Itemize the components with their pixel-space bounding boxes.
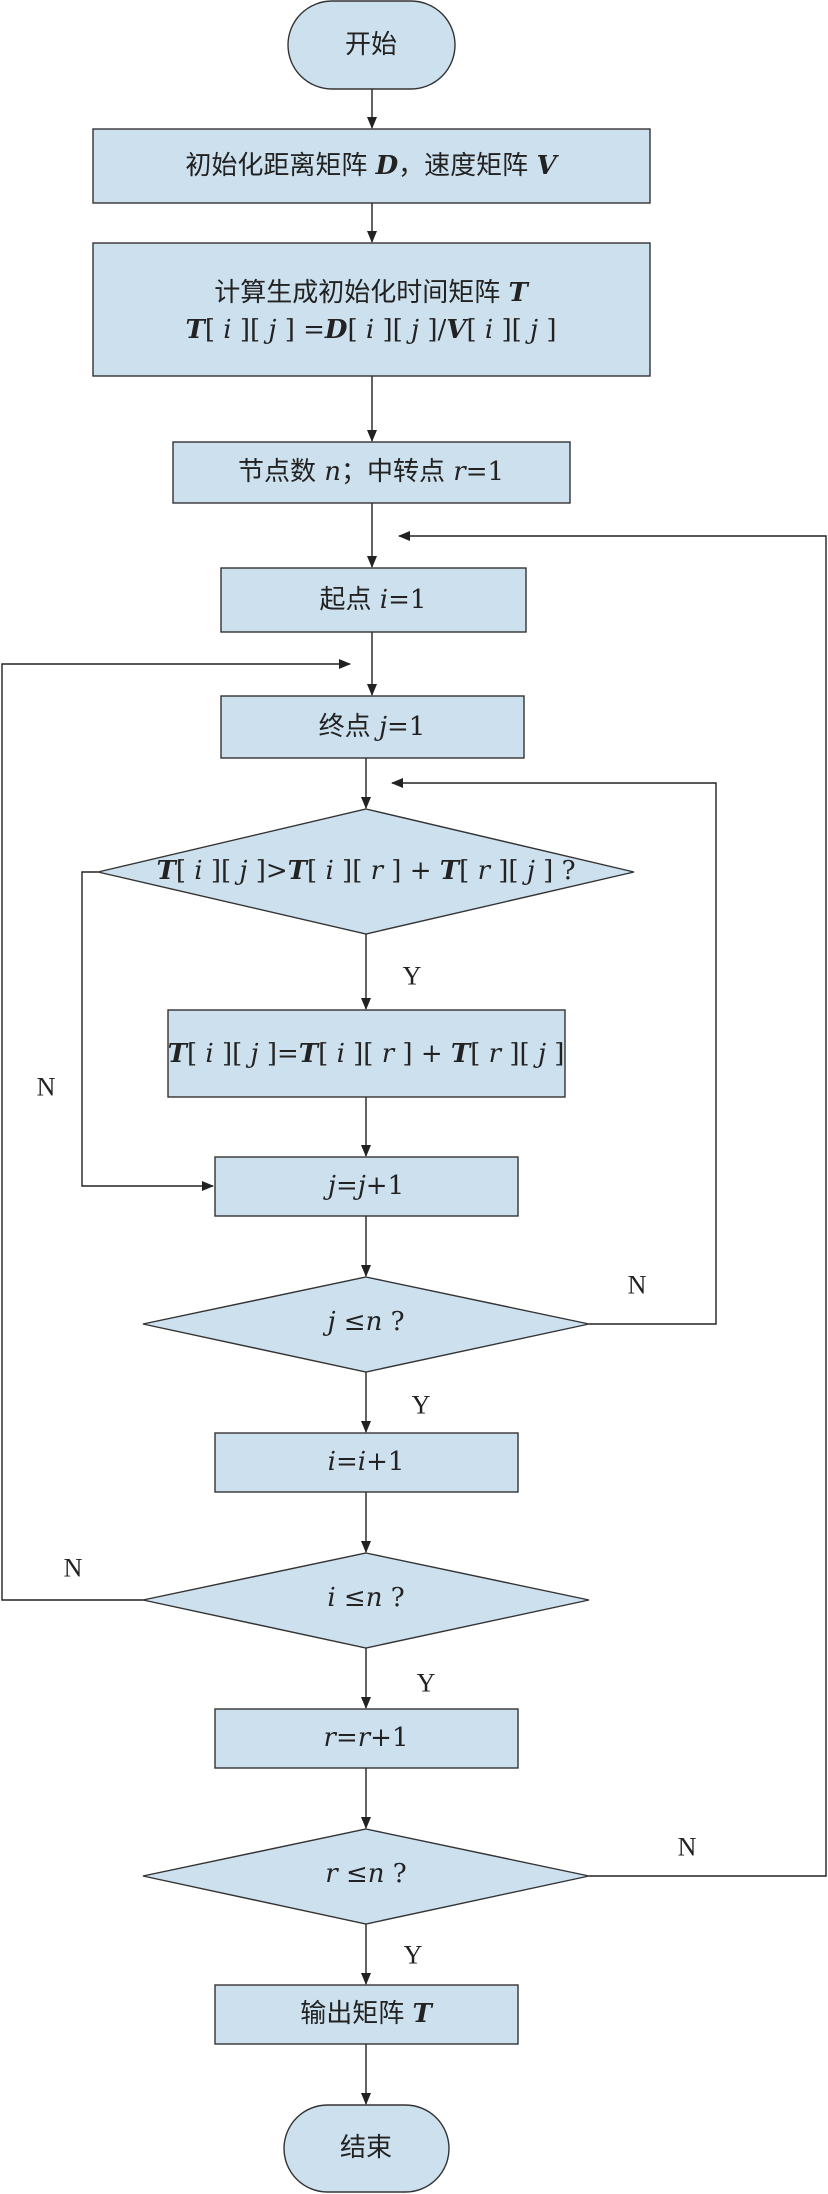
cond-r-label: r ≤n ? [325,1859,406,1889]
set-j-label: 终点 j=1 [319,712,426,742]
label-j-yes: Y [412,1391,431,1420]
edge-cond-relax-no [81,871,214,1191]
label-relax-no: N [37,1073,56,1102]
relax-node: T[ i ][ j ]=T[ i ][ r ] + T[ r ][ j ] [167,1009,566,1098]
label-r-no: N [678,1833,697,1862]
edge-cond-j-no [391,778,717,1325]
edge-labels: Y N Y N Y N Y N [37,962,697,1970]
inc-j-label: j=j+1 [323,1171,404,1201]
init-label: 初始化距离矩阵 D，速度矩阵 V [185,151,559,181]
end-node: 结束 [283,2104,450,2193]
set-j-node: 终点 j=1 [220,695,525,759]
cond-relax-node: T[ i ][ j ]>T[ i ][ r ] + T[ r ][ j ] ? [97,808,635,935]
inc-i-node: i=i+1 [214,1432,519,1493]
start-node: 开始 [287,0,456,90]
set-i-node: 起点 i=1 [220,567,527,633]
inc-j-node: j=j+1 [214,1156,519,1217]
end-label: 结束 [340,2133,392,2163]
inc-i-label: i=i+1 [328,1447,405,1477]
cond-j-node: j ≤n ? [142,1276,590,1373]
cond-r-node: r ≤n ? [142,1828,590,1925]
cond-i-node: i ≤n ? [142,1552,590,1649]
compute-formula: T[ i ][ j ] =D[ i ][ j ]/V[ i ][ j ] [185,315,556,345]
cond-i-label: i ≤n ? [327,1583,404,1613]
label-j-no: N [628,1271,647,1300]
relax-label: T[ i ][ j ]=T[ i ][ r ] + T[ r ][ j ] [168,1039,565,1069]
inc-r-node: r=r+1 [214,1708,519,1769]
cond-j-label: j ≤n ? [322,1307,404,1337]
compute-title: 计算生成初始化时间矩阵 T [214,278,529,308]
label-r-yes: Y [404,1941,423,1970]
init-node: 初始化距离矩阵 D，速度矩阵 V [92,128,651,204]
output-node: 输出矩阵 T [214,1984,519,2045]
inc-r-label: r=r+1 [324,1723,409,1753]
edge-cond-r-no [398,531,827,1877]
compute-node: 计算生成初始化时间矩阵 T T[ i ][ j ] =D[ i ][ j ]/V… [92,242,651,377]
start-label: 开始 [345,30,397,60]
label-relax-yes: Y [403,962,422,991]
label-i-yes: Y [417,1669,436,1698]
set-i-label: 起点 i=1 [320,585,427,615]
label-i-no: N [64,1554,83,1583]
output-label: 输出矩阵 T [300,1999,433,2029]
params-node: 节点数 n；中转点 r=1 [172,441,571,504]
edges [1,89,827,2105]
cond-relax-label: T[ i ][ j ]>T[ i ][ r ] + T[ r ][ j ] ? [156,856,575,886]
edge-cond-i-no [1,659,351,1601]
params-label: 节点数 n；中转点 r=1 [238,457,504,487]
